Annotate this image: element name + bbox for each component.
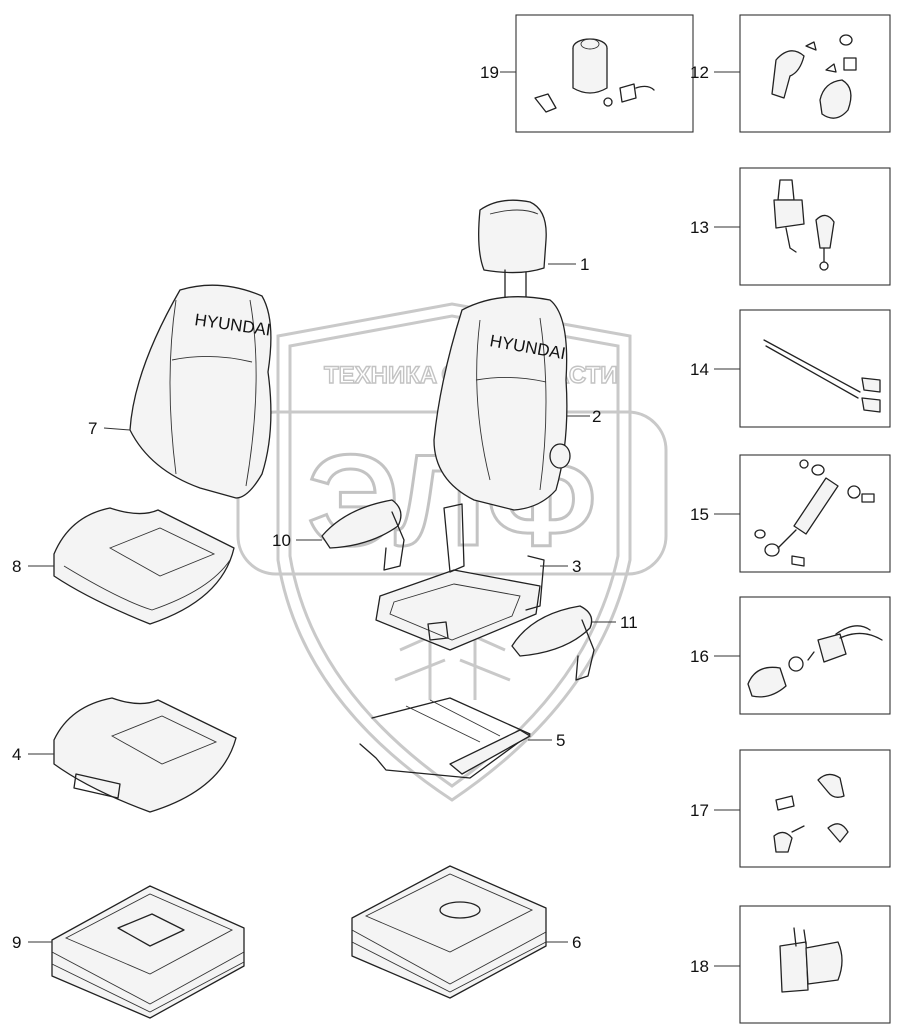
part-4-cushion: [53, 697, 237, 813]
part-3-seat-frame: [375, 503, 545, 651]
watermark-text-left: ТЕХНИКА: [324, 362, 437, 389]
part-6-suspension: [351, 865, 547, 999]
callout-5: 5: [556, 731, 565, 750]
part-14-box: [739, 309, 891, 428]
callout-6: 6: [572, 933, 581, 952]
callout-19: 19: [480, 63, 499, 82]
part-9-suspension: [51, 885, 245, 1019]
callout-1: 1: [580, 255, 589, 274]
part-18-box: [739, 905, 891, 1024]
callout-10: 10: [272, 531, 291, 550]
part-2-backrest: [433, 296, 571, 511]
callout-14: 14: [690, 360, 709, 379]
callout-8: 8: [12, 557, 21, 576]
part-16-box: [739, 596, 891, 715]
part-11-armrest-right: [511, 605, 595, 681]
part-12-box: [739, 14, 891, 133]
callout-13: 13: [690, 218, 709, 237]
callout-3: 3: [572, 557, 581, 576]
part-15-box: [739, 454, 891, 573]
callout-18: 18: [690, 957, 709, 976]
part-17-box: [739, 749, 891, 868]
callout-4: 4: [12, 745, 21, 764]
callout-7: 7: [88, 419, 97, 438]
part-10-armrest-left: [321, 499, 405, 571]
part-13-box: [739, 167, 891, 286]
part-7-backrest-cover: [129, 284, 272, 499]
callout-15: 15: [690, 505, 709, 524]
part-5-slide-rails: [359, 697, 531, 779]
callout-11: 11: [620, 613, 638, 632]
callout-2: 2: [592, 407, 601, 426]
callout-12: 12: [690, 63, 709, 82]
callout-17: 17: [690, 801, 709, 820]
part-19-box: [515, 14, 694, 133]
callout-16: 16: [690, 647, 709, 666]
part-8-cushion-cover: [53, 507, 235, 625]
part-1-headrest: [478, 199, 547, 305]
callout-9: 9: [12, 933, 21, 952]
watermark-wheat-icon: [394, 600, 511, 700]
